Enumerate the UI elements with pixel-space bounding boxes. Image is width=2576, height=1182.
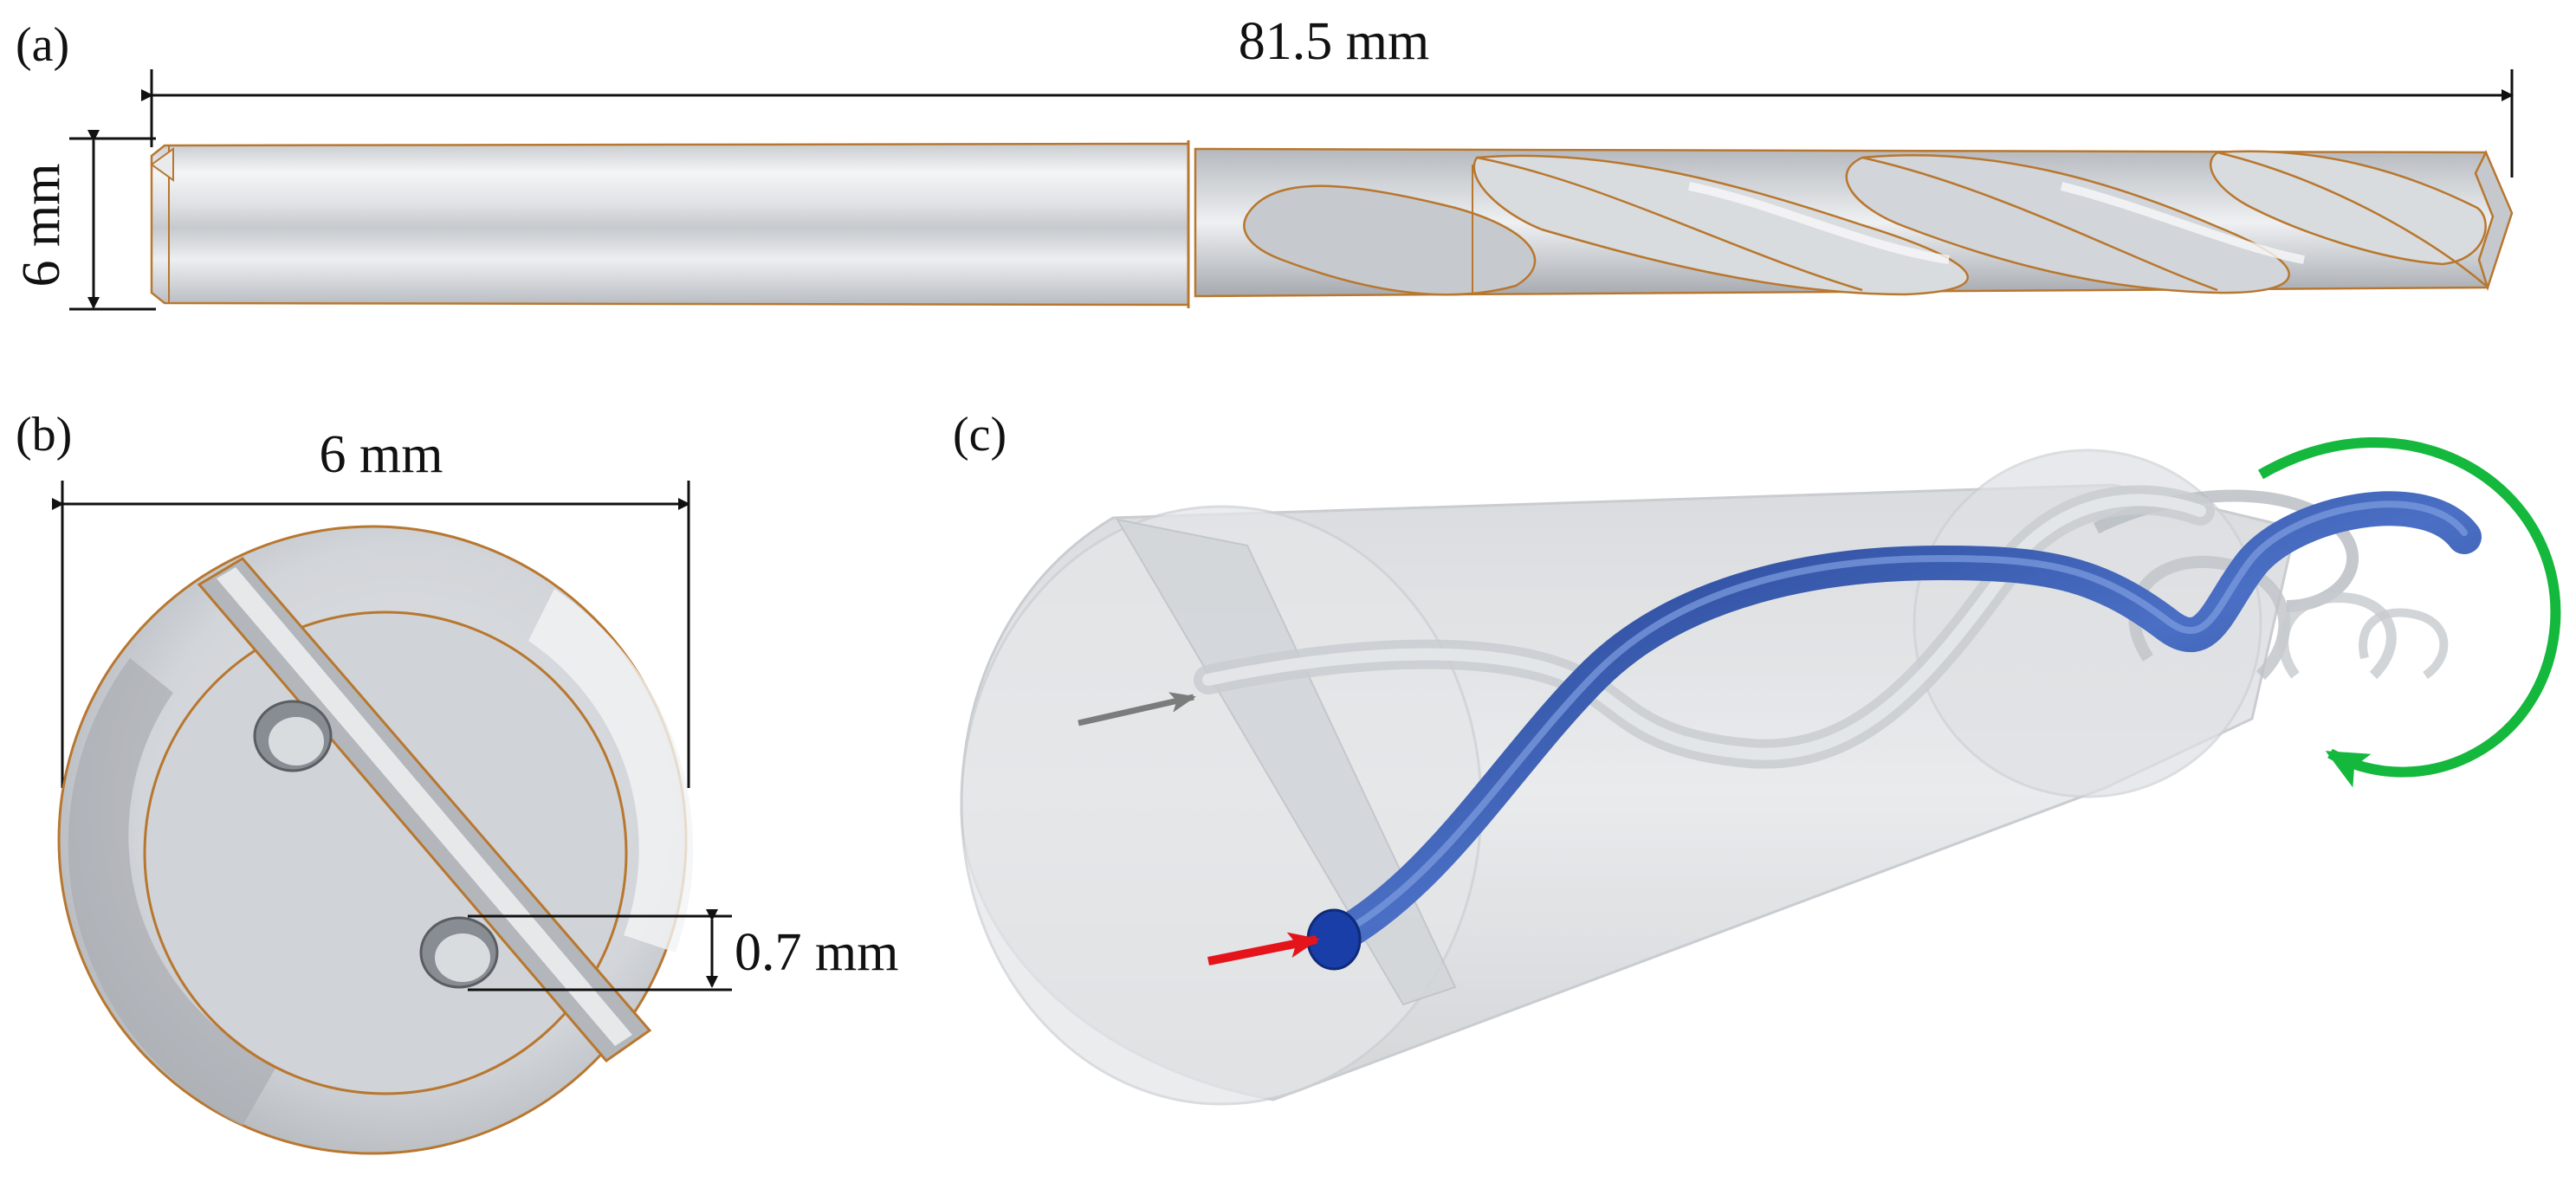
coolant-hole-lower-inner <box>435 933 490 982</box>
panel-c: (c) <box>953 408 2561 1106</box>
flute-highlight <box>1688 182 1950 264</box>
panel-a-label: (a) <box>16 18 69 72</box>
panel-a: (a) 81.5 mm 6 mm <box>12 12 2514 311</box>
helix-edge-1 <box>1476 156 1863 292</box>
coolant-hole-upper-inner <box>269 717 324 765</box>
shank-end-notch <box>150 147 174 182</box>
drill-side-view <box>150 140 2514 308</box>
secondary-channel-edge <box>1202 494 2206 760</box>
length-dimension-text: 81.5 mm <box>1239 12 1429 71</box>
drill-tip <box>2474 150 2514 292</box>
flute-highlight-2 <box>2060 182 2305 264</box>
rotation-arrow <box>2258 437 2561 788</box>
flute-pocket-3 <box>1845 154 2290 294</box>
flute-pocket-1 <box>1243 184 1537 296</box>
cone-slot-face <box>1116 518 1457 1006</box>
outlet-arrow <box>1078 692 1196 727</box>
diameter-dimension-text: 6 mm <box>12 164 71 287</box>
flute-pocket-2 <box>1472 154 1969 296</box>
helix-edge-2 <box>1861 156 2218 292</box>
panel-b-label: (b) <box>16 408 72 462</box>
hole-dimension-text: 0.7 mm <box>735 923 898 982</box>
panel-b: (b) 6 mm 0.7 mm <box>16 408 898 1155</box>
end-face-shading-left <box>68 658 278 1126</box>
drill-end-face <box>57 525 694 1155</box>
b-diameter-dimension-text: 6 mm <box>320 425 443 484</box>
end-face-shading-right <box>528 589 694 953</box>
panel-c-label: (c) <box>953 408 1006 462</box>
web-band-highlight <box>217 567 632 1046</box>
inlet-arrow <box>1207 932 1320 966</box>
flute-ribbon-4 <box>2359 608 2449 680</box>
drill-shank <box>150 142 1190 307</box>
coolant-channel-highlight <box>1335 501 2468 939</box>
end-face-inner <box>143 610 628 1095</box>
helix-edge-3 <box>2217 151 2487 287</box>
flute-ribbon-3 <box>2278 591 2397 680</box>
cone-inner-ring <box>1913 449 2262 798</box>
